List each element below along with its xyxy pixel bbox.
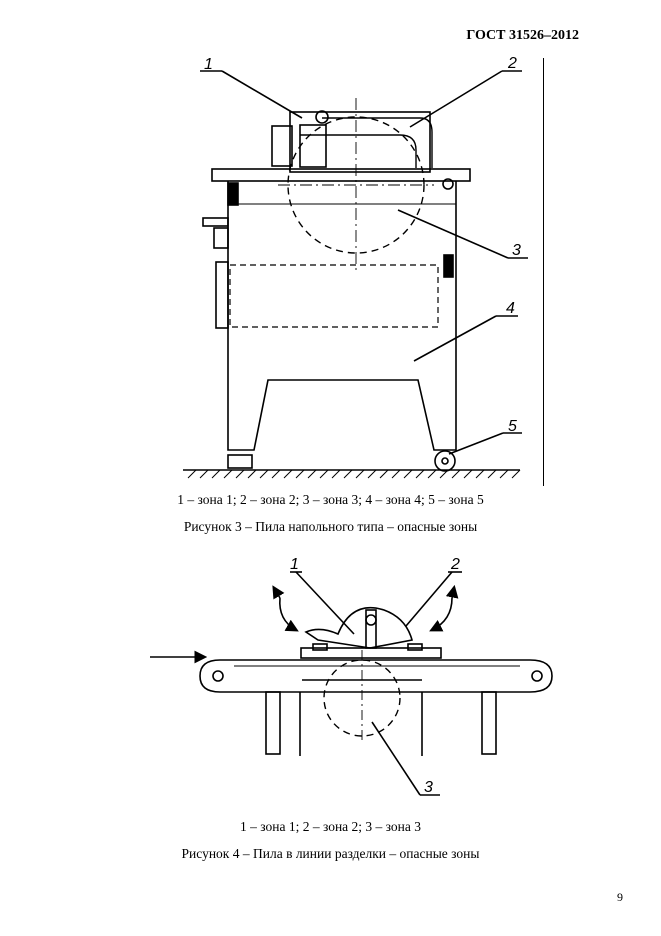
fig3-label-5: 5	[508, 418, 517, 435]
fig3-label-2: 2	[507, 55, 517, 72]
fig4-label-3: 3	[424, 779, 433, 796]
figure-4-legend: 1 – зона 1; 2 – зона 2; 3 – зона 3	[239, 819, 422, 834]
figure-4-caption: Рисунок 4 – Пила в линии разделки – опас…	[181, 846, 480, 861]
document-header: ГОСТ 31526–2012	[466, 28, 579, 43]
figure-3-drawing: 1 2 3 4 5	[183, 55, 528, 479]
fig4-label-2: 2	[450, 556, 460, 573]
margin-rule	[543, 58, 544, 486]
fig3-label-3: 3	[512, 242, 521, 259]
fig4-label-1: 1	[290, 556, 299, 573]
page-number: 9	[617, 890, 623, 904]
fig3-label-1: 1	[204, 56, 213, 73]
figure-3-legend: 1 – зона 1; 2 – зона 2; 3 – зона 3; 4 – …	[177, 492, 484, 507]
fig3-label-4: 4	[506, 300, 515, 317]
figure-3-caption: Рисунок 3 – Пила напольного типа – опасн…	[183, 519, 478, 534]
